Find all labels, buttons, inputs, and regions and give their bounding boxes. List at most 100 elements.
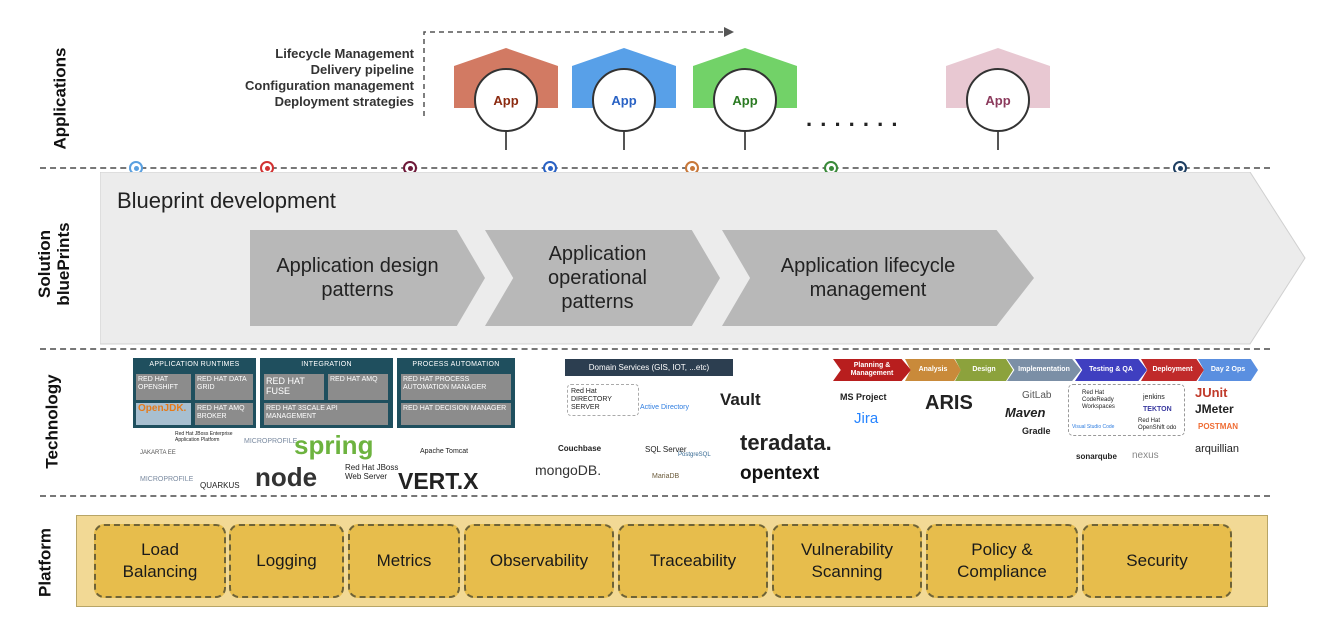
platform-policy-compliance-label: Policy & Compliance	[957, 540, 1047, 581]
platform-traceability-label: Traceability	[649, 551, 737, 570]
phase-day2-ops: Day 2 Ops	[1198, 359, 1258, 381]
layer-label-solution-blueprints: Solution bluePrints	[35, 214, 73, 314]
layer-label-technology: Technology	[42, 374, 62, 469]
logo-rh-directory-server: Red Hat DIRECTORY SERVER	[567, 384, 639, 416]
logo-quarkus: QUARKUS	[200, 481, 240, 490]
platform-metrics: Metrics	[348, 524, 460, 598]
tech-application-runtimes: APPLICATION RUNTIMES RED HAT OPENSHIFT R…	[133, 358, 256, 428]
logo-jboss-eap: Red Hat JBoss Enterprise Application Pla…	[175, 431, 233, 443]
logo-postgresql: PostgreSQL	[678, 452, 711, 458]
tech-runtimes-title: APPLICATION RUNTIMES	[149, 361, 240, 368]
logo-jenkins: jenkins	[1143, 394, 1165, 401]
logo-maven: Maven	[1005, 405, 1046, 420]
logo-microprofile-1: MICROPROFILE	[244, 438, 298, 445]
app-stem-3	[744, 132, 746, 150]
logo-couchbase: Couchbase	[558, 444, 602, 453]
lifecycle-item-pipeline: Delivery pipeline	[310, 62, 414, 77]
platform-vulnerability-scanning-label: Vulnerability Scanning	[801, 540, 893, 581]
app-label-2: App	[611, 92, 637, 108]
tech-integration: INTEGRATION RED HAT FUSE RED HAT AMQ RED…	[260, 358, 393, 428]
phase-deployment: Deployment	[1141, 359, 1204, 381]
platform-observability-label: Observability	[489, 551, 589, 570]
separator-blueprints-technology	[40, 348, 1270, 350]
logo-gitlab: GitLab	[1022, 390, 1052, 401]
platform-logging-label: Logging	[256, 551, 317, 570]
logo-microprofile-2: MICROPROFILE	[140, 476, 194, 483]
app-circle-4: App	[966, 68, 1030, 132]
chevron-design-patterns: Application design patterns	[250, 230, 485, 326]
logo-tekton: TEKTON	[1143, 406, 1172, 413]
tile-openjdk: OpenJDK.	[136, 403, 191, 425]
platform-security-label: Security	[1126, 551, 1188, 570]
lifecycle-item-management: Lifecycle Management	[275, 46, 414, 61]
layer-label-platform: Platform	[35, 528, 55, 597]
logo-nexus: nexus	[1132, 450, 1159, 461]
logo-aris: ARIS	[925, 392, 973, 414]
tile-decision-manager: RED HAT DECISION MANAGER	[401, 403, 511, 425]
tile-data-grid: RED HAT DATA GRID	[195, 374, 253, 400]
platform-load-balancing-label: Load Balancing	[122, 540, 198, 581]
logo-arquillian: arquillian	[1195, 443, 1240, 455]
app-stem-4	[997, 132, 999, 150]
app-node-3: App	[693, 48, 797, 150]
logo-apache-tomcat: Apache Tomcat	[420, 448, 469, 455]
app-circle-3: App	[713, 68, 777, 132]
platform-load-balancing: Load Balancing	[94, 524, 226, 598]
logo-junit: JUnit	[1195, 385, 1228, 400]
phase-design: Design	[955, 359, 1013, 381]
platform-observability: Observability	[464, 524, 614, 598]
tile-fuse: RED HAT FUSE	[264, 374, 324, 400]
logo-ms-project: MS Project	[840, 392, 887, 402]
logo-sonarqube: sonarqube	[1076, 452, 1117, 461]
logo-vertx: VERT.X	[398, 468, 479, 494]
logo-jmeter: JMeter	[1195, 402, 1234, 416]
blueprint-title: Blueprint development	[117, 188, 336, 213]
logo-mongodb: mongoDB.	[535, 462, 602, 478]
app-node-2: App	[572, 48, 676, 150]
separator-apps-blueprints	[40, 167, 1270, 169]
lifecycle-item-config: Configuration management	[244, 78, 414, 93]
app-node-1: App	[454, 48, 558, 150]
logo-vscode: Visual Studio Code	[1072, 424, 1115, 430]
platform-logging: Logging	[229, 524, 344, 598]
tech-process-automation: PROCESS AUTOMATION RED HAT PROCESS AUTOM…	[397, 358, 515, 428]
logo-teradata: teradata.	[740, 430, 832, 455]
chevron-lifecycle-management: Application lifecycle management	[722, 230, 1034, 326]
phase-analysis: Analysis	[905, 359, 961, 381]
logo-jboss-web-server: Red Hat JBoss Web Server	[345, 463, 399, 481]
logo-gradle: Gradle	[1022, 426, 1051, 436]
tile-3scale: RED HAT 3SCALE API MANAGEMENT	[264, 403, 388, 425]
layer-label-solution-line2: bluePrints	[54, 222, 73, 306]
logo-jakarta-ee: JAKARTA EE	[140, 450, 176, 456]
tile-amq-broker: RED HAT AMQ BROKER	[195, 403, 253, 425]
domain-services-header: Domain Services (GIS, IOT, ...etc)	[565, 359, 733, 376]
layer-label-solution-line1: Solution	[35, 230, 54, 298]
logo-sql-server: SQL Server	[645, 445, 687, 454]
logo-vault: Vault	[720, 390, 761, 409]
app-label-1: App	[493, 92, 519, 108]
app-ellipsis: . . . . . . .	[806, 106, 899, 131]
logo-active-directory: Active Directory	[640, 404, 690, 411]
layer-label-applications: Applications	[50, 47, 70, 150]
logo-nodejs: node	[255, 462, 318, 492]
app-circle-2: App	[592, 68, 656, 132]
logo-openshift-odo: Red Hat OpenShift odo	[1138, 418, 1177, 431]
phase-planning: Planning & Management	[833, 359, 911, 381]
platform-policy-compliance: Policy & Compliance	[926, 524, 1078, 598]
tile-openshift: RED HAT OPENSHIFT	[136, 374, 191, 400]
chevron-design-patterns-label: Application design patterns	[276, 255, 439, 301]
tech-process-title: PROCESS AUTOMATION	[412, 361, 500, 368]
platform-vulnerability-scanning: Vulnerability Scanning	[772, 524, 922, 598]
phase-testing: Testing & QA	[1075, 359, 1147, 381]
logo-postman: POSTMAN	[1198, 422, 1238, 431]
logo-mariadb: MariaDB	[652, 473, 680, 480]
tile-pam: RED HAT PROCESS AUTOMATION MANAGER	[401, 374, 511, 400]
app-stem-2	[623, 132, 625, 150]
phase-implementation: Implementation	[1007, 359, 1081, 381]
chevron-operational-patterns-label: Application operational patterns	[548, 243, 647, 313]
lifecycle-list: Lifecycle Management Delivery pipeline C…	[245, 46, 414, 110]
chevron-operational-patterns: Application operational patterns	[485, 230, 720, 326]
logo-opentext: opentext	[740, 463, 820, 484]
testing-tools-box	[1068, 384, 1185, 436]
logo-jira: Jira	[854, 410, 879, 427]
